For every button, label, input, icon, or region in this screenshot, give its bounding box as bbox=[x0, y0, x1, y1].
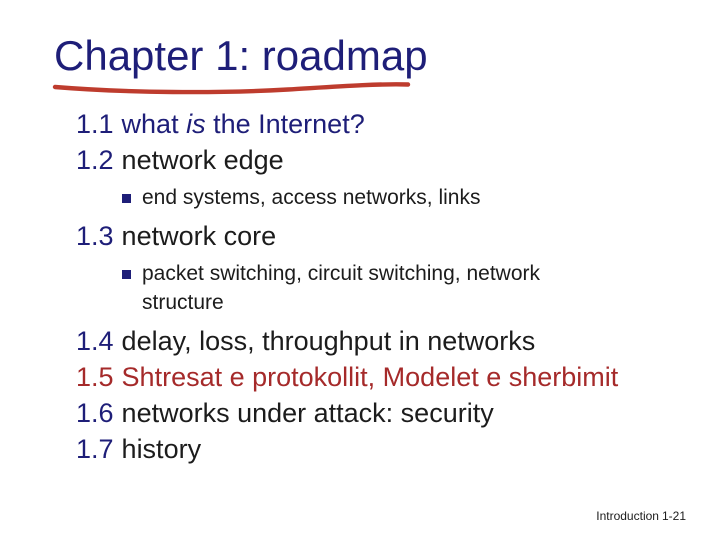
item-text: history bbox=[121, 434, 202, 464]
footer-page-number: 1-21 bbox=[661, 509, 686, 523]
square-bullet-icon bbox=[122, 194, 131, 203]
page-title: Chapter 1: roadmap bbox=[54, 32, 428, 79]
list-subitem-packet-switching: packet switching, circuit switching, net… bbox=[76, 259, 602, 317]
footer-section-label: Introduction bbox=[596, 509, 659, 523]
item-text-italic: is bbox=[186, 109, 206, 139]
item-text: network core bbox=[121, 221, 277, 251]
item-number: 1.3 bbox=[76, 221, 114, 251]
subitem-text: end systems, access networks, links bbox=[142, 186, 481, 209]
square-bullet-icon bbox=[122, 270, 131, 279]
item-text: Shtresat e protokollit, Modelet e sherbi… bbox=[121, 362, 619, 392]
item-text: what bbox=[121, 109, 187, 139]
item-number: 1.4 bbox=[76, 326, 114, 356]
underline-swoosh-icon bbox=[48, 78, 420, 100]
item-number: 1.2 bbox=[76, 145, 114, 175]
item-text: delay, loss, throughput in networks bbox=[121, 326, 536, 356]
item-number: 1.1 bbox=[76, 109, 114, 139]
item-number: 1.6 bbox=[76, 398, 114, 428]
item-text: the Internet? bbox=[205, 109, 365, 139]
item-number: 1.5 bbox=[76, 362, 114, 392]
item-number: 1.7 bbox=[76, 434, 114, 464]
list-subitem-end-systems: end systems, access networks, links bbox=[76, 183, 602, 212]
subitem-text: packet switching, circuit switching, net… bbox=[142, 262, 540, 314]
item-text: networks under attack: security bbox=[121, 398, 494, 428]
item-text: network edge bbox=[121, 145, 284, 175]
